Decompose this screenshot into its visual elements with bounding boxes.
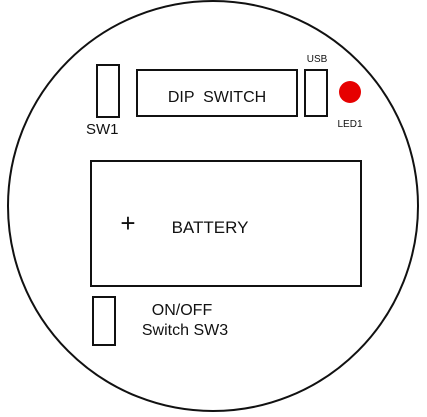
sw1-label: SW1 bbox=[86, 121, 119, 138]
enclosure-outline bbox=[7, 0, 419, 412]
sw3-switch bbox=[92, 296, 116, 346]
battery-compartment bbox=[90, 160, 362, 287]
dip-switch-label: DIP SWITCH bbox=[168, 89, 266, 106]
battery-label: BATTERY bbox=[172, 218, 249, 237]
usb-label: USB bbox=[307, 54, 328, 65]
led1-indicator bbox=[339, 81, 361, 103]
led1-label: LED1 bbox=[337, 119, 362, 130]
sw3-label-line2: Switch SW3 bbox=[142, 322, 228, 339]
sw1-switch bbox=[96, 64, 120, 118]
battery-polarity-mark: + bbox=[120, 208, 135, 238]
dip-switch-block bbox=[136, 69, 298, 117]
sw3-label-line1: ON/OFF bbox=[152, 302, 213, 319]
usb-connector bbox=[304, 69, 328, 117]
